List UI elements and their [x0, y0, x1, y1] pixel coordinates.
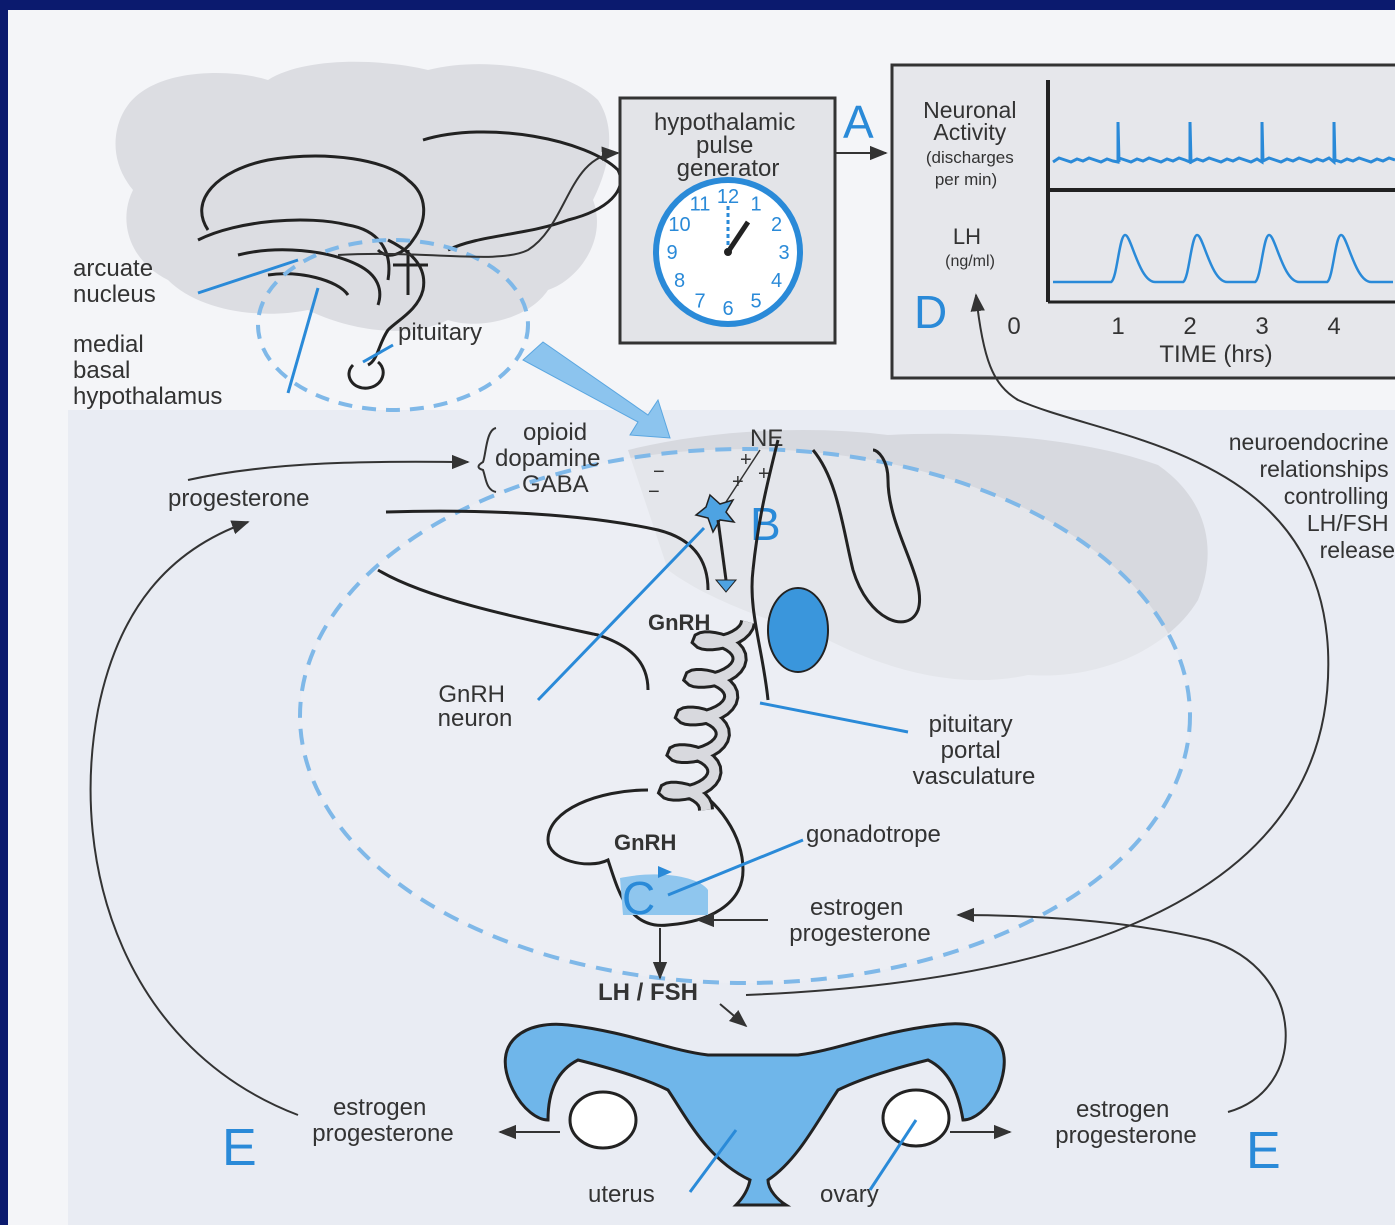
clock-number: 2 [771, 214, 782, 236]
estrogen-progesterone-left-label: estrogen progesterone [312, 1094, 453, 1147]
gnrh-bottom-label: GnRH [614, 830, 676, 855]
marker-c: C [622, 872, 655, 924]
clock-number: 5 [750, 291, 761, 313]
marker-d: D [914, 286, 947, 338]
clock-number: 12 [717, 186, 739, 208]
x-axis-title: TIME (hrs) [1159, 341, 1272, 368]
gnrh-neuron-label: GnRH neuron [438, 681, 513, 732]
clock-number: 11 [690, 194, 711, 216]
estrogen-progesterone-pituitary-label: estrogen progesterone [789, 894, 930, 947]
clock-number: 3 [778, 242, 789, 264]
clock-number: 8 [674, 270, 685, 292]
marker-e-left: E [222, 1119, 257, 1177]
clock-icon: 12 12 3 45678 9 1011 [656, 180, 800, 324]
gnrh-top-label: GnRH [648, 610, 710, 635]
estrogen-progesterone-right-label: estrogen progesterone [1055, 1096, 1196, 1149]
pituitary-lobe [768, 588, 828, 672]
marker-b: B [750, 498, 781, 550]
x-tick-label: 2 [1183, 313, 1196, 340]
gonadotrope-label: gonadotrope [806, 821, 941, 848]
pituitary-dashed-oval [300, 449, 1190, 983]
clock-number: 9 [666, 242, 677, 264]
clock-number: 10 [668, 214, 690, 236]
left-ovary [570, 1092, 636, 1148]
progesterone-label: progesterone [168, 485, 309, 512]
ovary-label: ovary [820, 1181, 879, 1208]
right-ovary [883, 1090, 949, 1146]
marker-a: A [843, 96, 874, 148]
neuroendocrine-diagram: arcuate nucleus medial basal hypothalamu… [8, 10, 1395, 1225]
arcuate-nucleus-label: arcuate nucleus [73, 255, 160, 308]
uterus-label: uterus [588, 1181, 655, 1208]
x-tick-label: 1 [1111, 313, 1124, 340]
ne-label: NE [750, 425, 783, 452]
brain-cloud-background [116, 62, 610, 331]
marker-e-right: E [1246, 1122, 1281, 1180]
clock-number: 7 [694, 291, 705, 313]
x-tick-label: 3 [1255, 313, 1268, 340]
x-tick-label: 4 [1327, 313, 1340, 340]
pituitary-label: pituitary [398, 319, 482, 346]
x-tick-label: 0 [1007, 313, 1020, 340]
clock-number: 6 [722, 298, 733, 320]
clock-number: 4 [771, 270, 782, 292]
clock-number: 1 [750, 194, 761, 216]
medial-basal-hypothalamus-label: medial basal hypothalamus [73, 331, 222, 410]
lh-fsh-label: LH / FSH [598, 979, 698, 1006]
diagram-canvas: arcuate nucleus medial basal hypothalamu… [8, 10, 1395, 1225]
